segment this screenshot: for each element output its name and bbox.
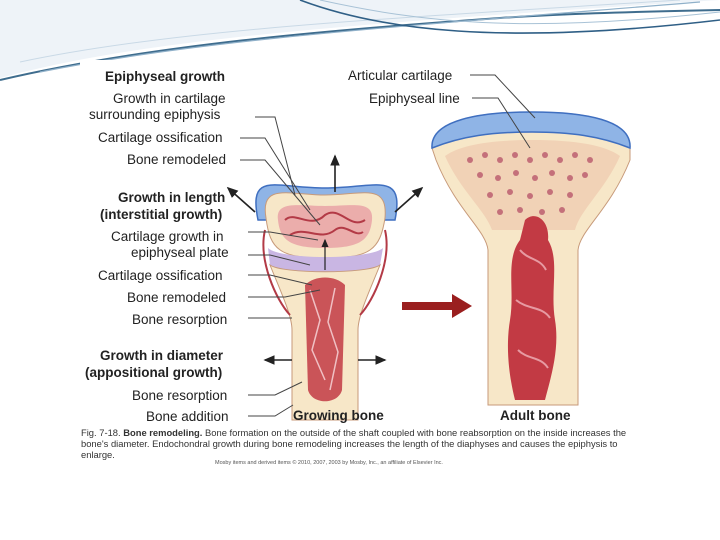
label-growth-in-length-2: (interstitial growth) bbox=[100, 207, 222, 222]
label-bone-addition: Bone addition bbox=[146, 409, 229, 424]
label-articular-cartilage: Articular cartilage bbox=[348, 68, 452, 83]
label-bone-remodeled-1: Bone remodeled bbox=[127, 152, 226, 167]
label-cartilage-ossification-1: Cartilage ossification bbox=[98, 130, 223, 145]
label-growth-in-diameter-1: Growth in diameter bbox=[100, 348, 223, 363]
label-epiphyseal-growth: Epiphyseal growth bbox=[105, 69, 225, 84]
growing-bone bbox=[228, 156, 422, 420]
label-bone-resorption-2: Bone resorption bbox=[132, 388, 227, 403]
title-growing-bone: Growing bone bbox=[293, 408, 384, 423]
label-growth-in-diameter-2: (appositional growth) bbox=[85, 365, 222, 380]
label-cartilage-ossification-2: Cartilage ossification bbox=[98, 268, 223, 283]
label-growth-in-length-1: Growth in length bbox=[118, 190, 225, 205]
caption-title: Bone remodeling. bbox=[123, 427, 202, 438]
label-bone-resorption-1: Bone resorption bbox=[132, 312, 227, 327]
bone-remodeling-figure: Epiphyseal growth Growth in cartilage su… bbox=[80, 60, 640, 470]
figure-caption: Fig. 7-18. Bone remodeling. Bone formati… bbox=[81, 427, 636, 460]
caption-fig-number: Fig. 7-18. bbox=[81, 427, 121, 438]
label-growth-in-cartilage-2: surrounding epiphysis bbox=[89, 107, 220, 122]
label-epiphyseal-line: Epiphyseal line bbox=[369, 91, 460, 106]
copyright-credit: Mosby items and derived items © 2010, 20… bbox=[215, 460, 443, 466]
adult-bone bbox=[432, 112, 630, 405]
title-adult-bone: Adult bone bbox=[500, 408, 571, 423]
label-bone-remodeled-2: Bone remodeled bbox=[127, 290, 226, 305]
label-growth-in-cartilage-1: Growth in cartilage bbox=[113, 91, 226, 106]
transition-arrow bbox=[402, 294, 472, 318]
label-cartilage-growth-1: Cartilage growth in bbox=[111, 229, 224, 244]
label-cartilage-growth-2: epiphyseal plate bbox=[131, 245, 229, 260]
